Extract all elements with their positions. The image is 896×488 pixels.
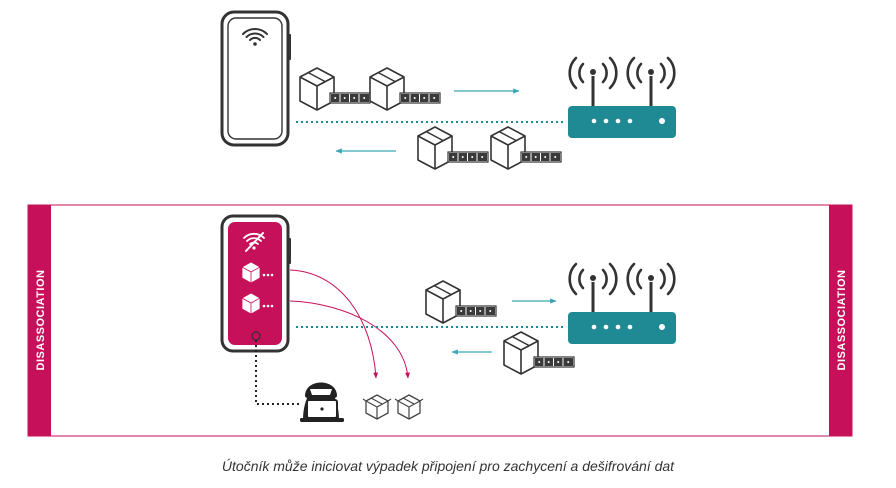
attacker-link	[255, 340, 300, 405]
right-band	[829, 205, 852, 436]
diverted-flow-arrow	[289, 300, 410, 379]
package-icon	[417, 126, 489, 170]
smartphone-icon	[220, 10, 291, 147]
left-band	[28, 205, 51, 436]
top-scene	[220, 10, 678, 170]
package-icon	[299, 67, 371, 111]
router-icon	[566, 56, 678, 140]
figure-caption: Útočník může iniciovat výpadek připojení…	[221, 458, 675, 474]
wifi-off-icon	[243, 232, 265, 252]
package-icon	[241, 292, 274, 315]
package-icon	[241, 261, 274, 284]
wifi-icon	[242, 28, 268, 46]
smartphone-icon	[220, 214, 291, 353]
disassociation-panel: DISASSOCIATION DISASSOCIATION	[27, 204, 853, 437]
diverted-flow-arrow	[289, 269, 379, 379]
package-icon	[490, 126, 562, 170]
right-band-label: DISASSOCIATION	[836, 270, 848, 371]
left-band-label: DISASSOCIATION	[35, 270, 47, 371]
laptop-icon	[300, 399, 344, 422]
package-icon	[369, 67, 441, 111]
